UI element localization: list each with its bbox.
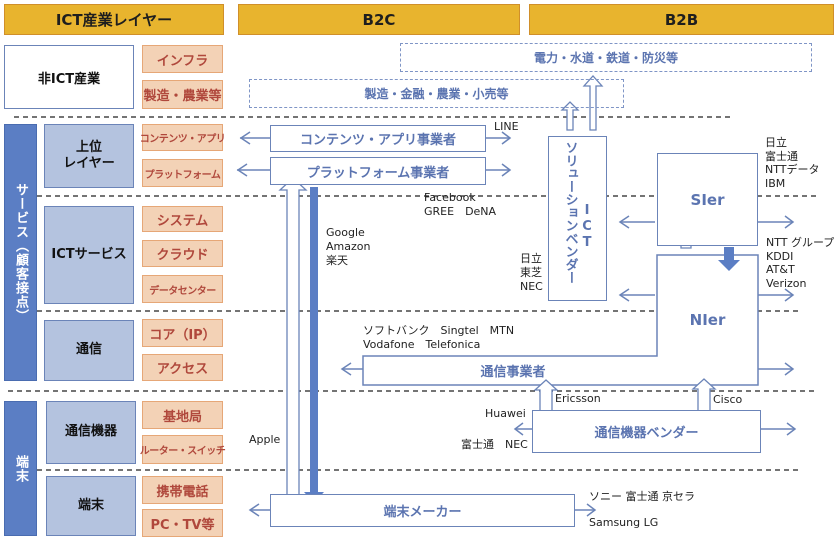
actor-equipment-vendor: 通信機器ベンダー [532,410,761,453]
ict-vendor-to-infra-arrow [582,75,604,131]
sublayer-cloud: クラウド [142,240,223,267]
company-ntt-group: NTT グループ [766,236,835,249]
actor-platform-operator: プラットフォーム事業者 [270,157,486,185]
layer-non-ict: 非ICT産業 [4,45,134,109]
layer-ict-service: ICTサービス [44,206,134,304]
company-sier-nttdata: NTTデータ [765,163,820,176]
sublayer-pc-tv: PC・TV等 [142,509,223,537]
header-b2b: B2B [529,4,834,35]
vendor-to-nier-arrow [691,378,717,413]
company-line: LINE [494,120,519,133]
industry-power-water: 電力・水道・鉄道・防災等 [400,43,812,72]
company-telecom-line1: ソフトバンク Singtel MTN [363,324,515,337]
industry-mfg-finance: 製造・金融・農業・小売等 [249,79,624,108]
ict-vendor-label-main: ソリューションベンダー [562,141,578,284]
vendor-to-telecom-arrow [533,379,559,413]
sublayer-access: アクセス [142,354,223,381]
actor-nier: NIer [689,311,726,329]
company-sier-fujitsu: 富士通 [765,150,798,163]
company-rakuten: 楽天 [326,254,348,267]
company-nec: NEC [520,280,543,293]
sidebar-terminal: 端末 [4,401,37,536]
sublayer-core-ip: コア（IP） [142,319,223,347]
sier-to-nier-arrow [718,247,740,271]
company-terminal-kr: Samsung LG [589,516,659,529]
company-facebook: Facebook [424,191,476,204]
platform-to-terminal-arrow [304,187,324,503]
actor-telecom-operator: 通信事業者 [480,365,546,380]
company-google: Google [326,226,365,239]
company-toshiba: 東芝 [520,266,542,279]
sublayer-manufacturing-agri: 製造・農業等 [142,80,223,109]
ict-vendor-label-ict: ICT [579,203,595,251]
sublayer-system: システム [142,206,223,232]
sublayer-platform: プラットフォーム [142,159,223,187]
sidebar-service-label: サービス（顧客接点） [13,182,28,323]
sublayer-router-switch: ルーター・スイッチ [140,435,226,464]
company-verizon: Verizon [766,277,807,290]
nier-telecom-outline [362,254,759,386]
layer-telecom: 通信 [44,320,134,381]
company-amazon: Amazon [326,240,371,253]
layer-upper: 上位 レイヤー [44,124,134,188]
company-fujitsu-nec: 富士通 NEC [461,438,528,451]
apple-up-arrow [278,177,308,499]
company-terminal-jp: ソニー 富士通 京セラ [589,490,695,503]
layer-terminal: 端末 [46,476,136,536]
actor-contents-operator: コンテンツ・アプリ事業者 [270,125,486,152]
company-sier-hitachi: 日立 [765,136,787,149]
ict-vendor-to-mfg-arrow [560,101,580,131]
company-gree-dena: GREE DeNA [424,205,497,218]
company-ericsson: Ericsson [555,392,601,405]
company-hitachi: 日立 [520,252,542,265]
sidebar-service: サービス（顧客接点） [4,124,37,381]
company-cisco: Cisco [713,393,743,406]
layer-telecom-equipment: 通信機器 [46,401,136,464]
sublayer-infra: インフラ [142,45,223,73]
company-att: AT&T [766,263,795,276]
company-kddi: KDDI [766,250,794,263]
sublayer-datacenter: データセンター [142,275,223,303]
sublayer-contents-app: コンテンツ・アプリ [140,124,226,151]
header-b2c: B2C [238,4,520,35]
header-ict-layer: ICT産業レイヤー [4,4,224,35]
company-huawei: Huawei [485,407,526,420]
sidebar-terminal-label: 端末 [13,454,28,483]
sublayer-base-station: 基地局 [142,401,223,429]
company-sier-ibm: IBM [765,177,786,190]
company-apple: Apple [249,433,281,446]
company-telecom-line2: Vodafone Telefonica [363,338,481,351]
actor-ict-solution-vendor: ソリューションベンダー ICT [548,136,607,301]
actor-sier: SIer [657,153,758,246]
sublayer-mobile-phone: 携帯電話 [142,476,223,504]
actor-terminal-maker: 端末メーカー [270,494,575,527]
